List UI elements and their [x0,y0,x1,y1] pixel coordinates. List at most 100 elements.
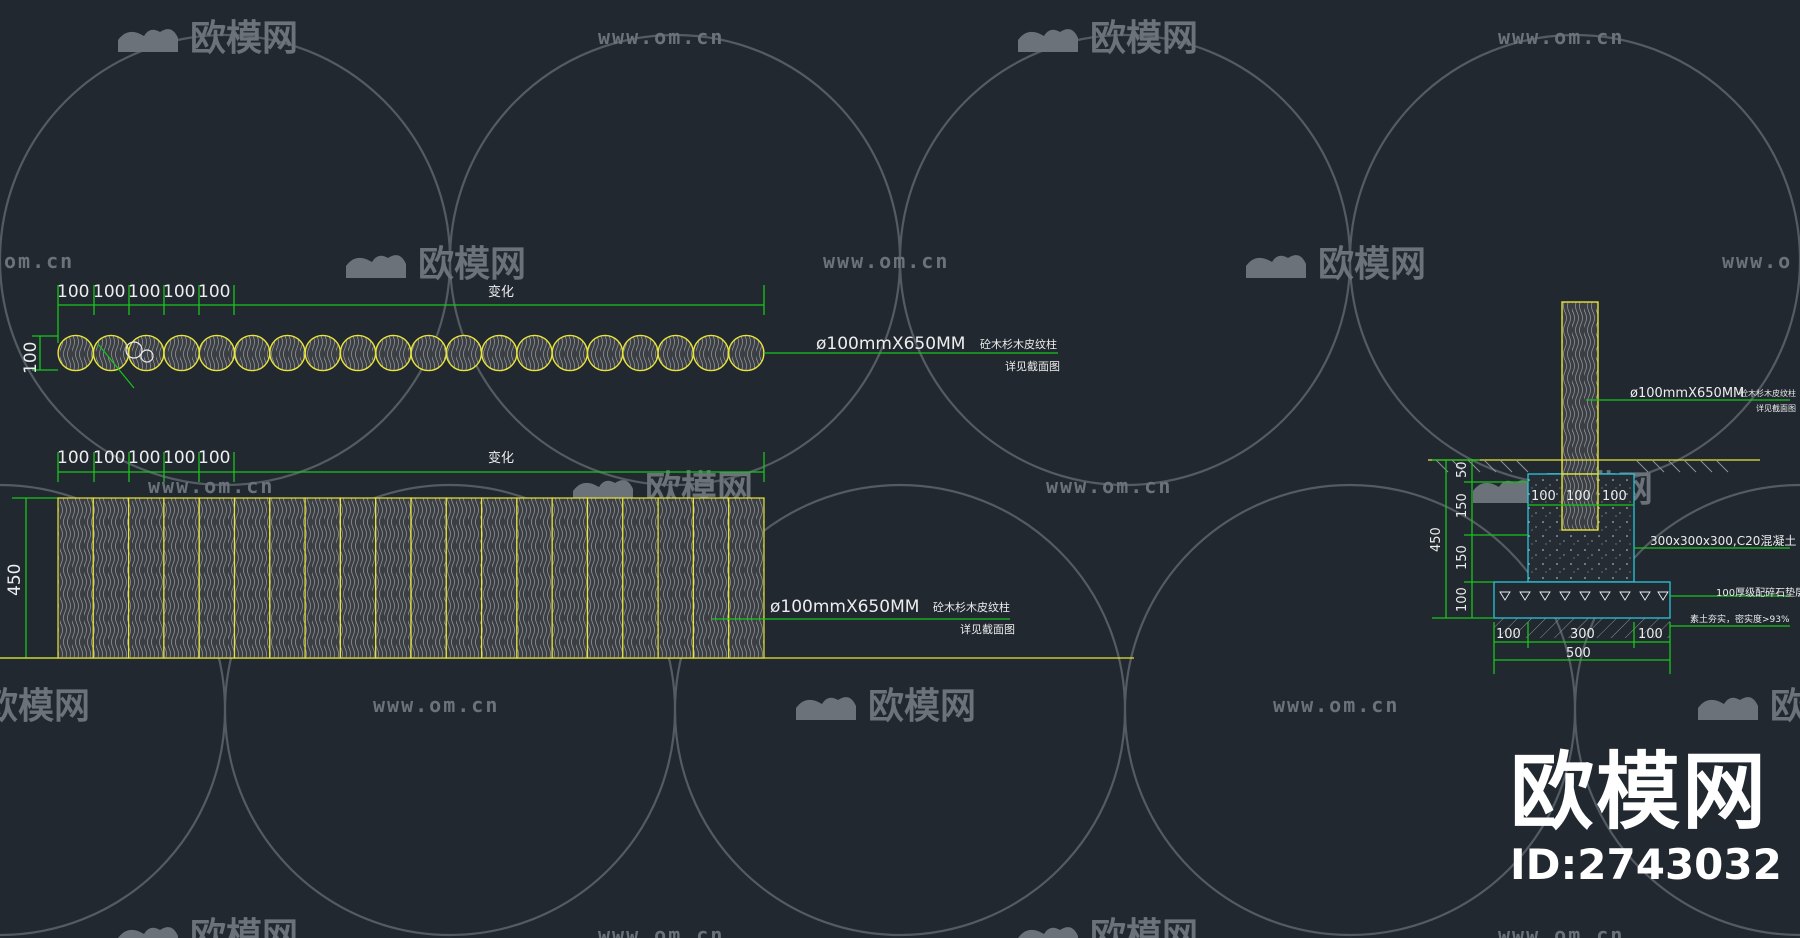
callout-ref: 详见截面图 [960,622,1015,636]
post-plan [163,334,200,372]
watermark-brand: 欧模网 [868,686,976,727]
plan-view: 100 100 100 100 100 变化 100 ø100mmX650MM … [21,282,1060,389]
watermark-brand: 欧模网 [0,686,90,727]
soil-note: 素土夯实，密实度>93% [1690,613,1790,625]
post-elevation [410,497,447,659]
grade-hatch [1435,459,1729,473]
watermark-brand: 欧模网 [1770,686,1800,727]
post-elevation [233,497,271,659]
dim-label: 100 [198,282,230,302]
post-plan [198,334,236,372]
dim-label: 100 [163,448,195,468]
height-label: 450 [5,564,25,596]
base-note: 100厚级配碎石垫层 [1716,586,1800,599]
callout-ref: 详见截面图 [1756,403,1796,413]
post-plan [92,334,130,372]
post-elevation [728,497,765,659]
post-plan [410,334,447,372]
dim-label: 50 [1455,461,1470,478]
post-elevation [198,497,236,659]
embedded-post [1561,473,1599,531]
dim-label: 100 [57,282,89,302]
post-elevation [128,497,165,659]
watermark-logo: 欧模网 [118,18,298,59]
post-elevation [657,497,694,659]
gravel-pattern [1499,591,1669,601]
post-plan [657,334,695,372]
dim-label: 100 [128,282,160,302]
post-plan [233,334,271,372]
watermark-url-partial: www.o [1722,249,1792,273]
span-label: 变化 [488,450,514,466]
post-elevation [339,497,377,659]
watermark-brand: 欧模网 [1090,916,1198,938]
post-plan [57,334,94,372]
post-elevation [269,497,306,659]
callout-material: 砼木杉木皮纹柱 [933,600,1010,614]
watermark-url: www.om.cn [1046,474,1172,498]
dim-label: 100 [198,448,230,468]
watermark-url: www.om.cn [823,249,949,273]
post-plan [728,334,765,372]
dim-label: 100 [1566,489,1591,504]
watermark-brand: 欧模网 [1318,244,1426,285]
dim-label: 100 [93,448,125,468]
callout-title: ø100mmX650MM [770,597,919,617]
watermark-brand: 欧模网 [1090,18,1198,59]
callout-ref: 详见截面图 [1005,359,1060,373]
watermark-texts: 欧模网 www.om.cn 欧模网 www.om.cn om.cn 欧模网 ww… [0,18,1800,938]
dim-label: 150 [1455,493,1470,518]
watermark-url: www.om.cn [148,474,274,498]
post-plan [127,334,165,372]
watermark-logo: 欧模网 [1698,686,1800,727]
post-plan [339,334,377,372]
elevation-posts [57,497,765,659]
dim-label: 100 [57,448,89,468]
callout-title: ø100mmX650MM [1630,386,1744,401]
watermark-logo: 欧模网 [1018,18,1198,59]
section-marker-icon [125,341,143,359]
post-elevation [622,497,659,659]
watermark-url: www.om.cn [1498,25,1624,49]
callout-title: ø100mmX650MM [816,334,965,354]
watermark-logo: 欧模网 [1018,916,1198,938]
dim-label: 500 [1566,646,1591,661]
post-elevation [163,497,200,659]
watermark-brand: 欧模网 [190,18,298,59]
elevation-view: 100 100 100 100 100 变化 450 ø100mmX650MM … [0,448,1134,659]
post-elevation [92,497,130,659]
dim-label: 100 [1602,489,1627,504]
post-plan [375,334,412,372]
dim-label: 100 [1496,627,1521,642]
dim-label: 100 [128,448,160,468]
watermark-url-partial: om.cn [4,249,74,273]
dim-label: 100 [1638,627,1663,642]
post-elevation [692,497,730,659]
dim-label: 150 [1455,545,1470,570]
watermark-url: www.om.cn [1498,923,1624,938]
section-marker-icon [140,349,154,363]
post-plan [692,334,730,372]
post-plan [269,334,306,372]
post-plan [551,334,589,372]
post-plan [480,334,518,372]
watermark-logo: 欧模网 [118,916,298,938]
post-elevation [375,497,412,659]
post-elevation [304,497,342,659]
post-plan [516,334,553,372]
post-plan [622,334,659,372]
brand-id: ID:2743032 [1510,840,1782,889]
footing-note: 300x300x300,C20混凝土 [1650,533,1796,548]
post-plan [304,334,342,372]
post-elevation [586,497,624,659]
watermark-url: www.om.cn [373,693,499,717]
dim-label: 100 [163,282,195,302]
brand-block: 欧模网 ID:2743032 [1510,750,1782,886]
post-elevation [445,497,483,659]
depth-label: 100 [21,342,41,374]
watermark-brand: 欧模网 [418,244,526,285]
dim-label: 100 [1531,489,1556,504]
dim-label: 100 [93,282,125,302]
watermark-url: www.om.cn [598,923,724,938]
